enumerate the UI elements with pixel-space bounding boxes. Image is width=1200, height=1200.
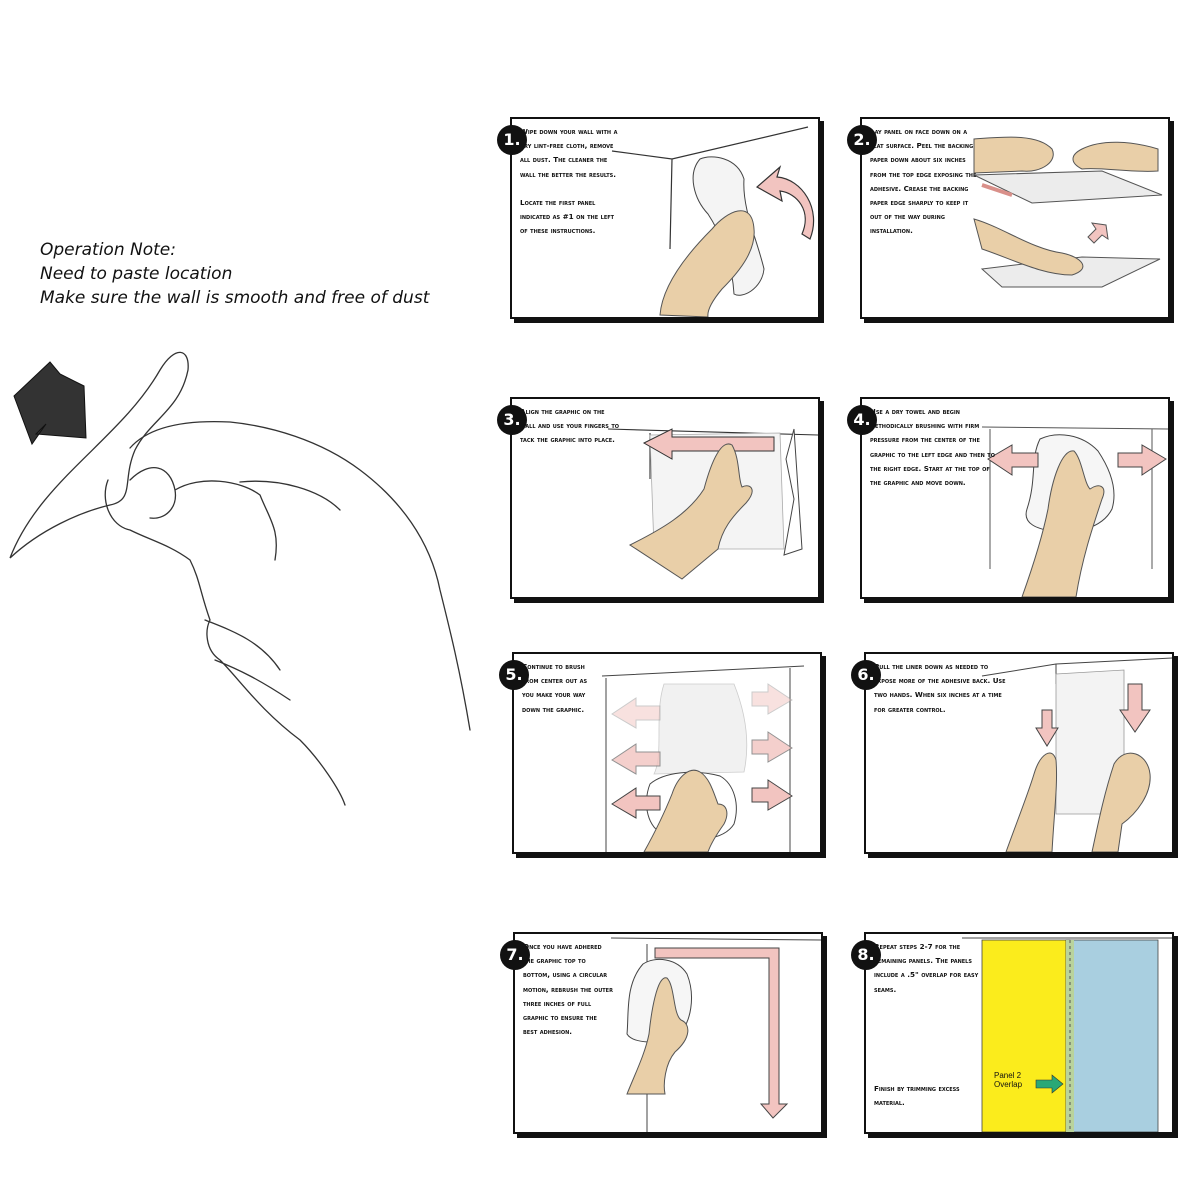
step-3-instructions: Align the graphic on the wall and use yo… [520, 407, 620, 445]
right-arrow-icon-1 [751, 683, 793, 715]
step-6-illustration [981, 657, 1172, 852]
step-2-instructions: Lay panel on face down on a flat surface… [870, 127, 977, 236]
overlap-label-line-2: Overlap [994, 1080, 1023, 1089]
hand-shape [643, 769, 728, 852]
down-arrow-icon-1 [1035, 709, 1059, 747]
step-1-illustration [611, 126, 815, 317]
step-8-finish-note: Finish by trimming excess material. [874, 1084, 960, 1108]
left-arrow-icon-3 [611, 787, 661, 819]
down-arrow-icon-2 [1119, 683, 1151, 733]
hands-shape [973, 136, 1159, 174]
step-number-badge: 3. [497, 405, 527, 435]
step-panel-3: 3. Align the graphic on the wall and use… [497, 397, 820, 599]
step-panel-8: 8. Repeat steps 2-7 for the remaining pa… [851, 932, 1174, 1134]
step-panel-4: 4. Use a dry towel and begin methodicall… [847, 397, 1170, 599]
step-4-illustration [981, 426, 1168, 597]
left-arrow-icon [987, 444, 1039, 476]
operation-note: Operation Note: Need to paste location M… [40, 238, 429, 310]
curved-arrow-icon [755, 165, 815, 240]
border-path-arrow [654, 947, 789, 1119]
hand-shape [628, 443, 753, 580]
ghost-towel-shape [653, 683, 748, 775]
arm-shape [659, 210, 755, 317]
panel-sheet [973, 170, 1163, 204]
left-hand-shape [1005, 752, 1058, 852]
step-8-instructions: Repeat steps 2-7 for the remaining panel… [874, 942, 979, 994]
step-5-instructions: Continue to brush from center out as you… [522, 662, 588, 714]
overlap-arrow-icon [1035, 1074, 1064, 1094]
step-1-instructions: Wipe down your wall with a dry lint-free… [520, 127, 618, 236]
left-arrow-icon [642, 428, 775, 460]
step-number-badge: 1. [497, 125, 527, 155]
step-6-instructions: Pull the liner down as needed to expose … [874, 662, 1006, 714]
step-number-badge: 2. [847, 125, 877, 155]
step-8-illustration [962, 937, 1172, 1132]
step-2-illustration [973, 136, 1163, 288]
right-arrow-icon [1117, 444, 1167, 476]
step-panel-5: 5. Continue to brush from center out as … [499, 652, 822, 854]
hanging-sheet-edge [783, 428, 803, 556]
step-5-illustration [601, 665, 805, 852]
right-arrow-icon-2 [751, 731, 793, 763]
step-4-instructions: Use a dry towel and begin methodically b… [870, 407, 995, 488]
step-number-badge: 8. [851, 940, 881, 970]
yellow-panel [981, 939, 1071, 1132]
operation-note-line-1: Need to paste location [40, 264, 233, 284]
hand-shape [973, 218, 1084, 276]
left-arrow-icon-2 [611, 743, 661, 775]
step-number-badge: 5. [499, 660, 529, 690]
step-3-illustration [607, 428, 818, 580]
hand-peeling-illustration [9, 351, 471, 806]
arrow-icon [1087, 222, 1109, 244]
step-panel-6: 6. Pull the liner down as needed to expo… [851, 652, 1174, 854]
hand-shape [626, 977, 689, 1095]
operation-note-title: Operation Note: [40, 240, 176, 260]
step-panel-2: 2. Lay panel on face down on a flat surf… [847, 117, 1170, 319]
overlap-label-line-1: Panel 2 [994, 1071, 1022, 1080]
left-arrow-icon-1 [611, 697, 661, 729]
step-7-illustration [610, 937, 821, 1132]
overlap-label: Panel 2 Overlap [994, 1071, 1022, 1089]
right-hand-shape [1091, 752, 1151, 852]
step-number-badge: 6. [851, 660, 881, 690]
operation-note-line-2: Make sure the wall is smooth and free of… [40, 288, 430, 308]
direction-arrow-icon [13, 361, 87, 446]
step-7-instructions: Once you have adhered the graphic top to… [523, 942, 613, 1037]
step-panel-1: 1. Wipe down your wall with a dry lint-f… [497, 117, 820, 319]
step-number-badge: 7. [500, 940, 530, 970]
right-arrow-icon-3 [751, 779, 793, 811]
hand-shape [1021, 450, 1105, 597]
step-panel-7: 7. Once you have adhered the graphic top… [500, 932, 823, 1134]
hand-outline [104, 420, 471, 806]
step-number-badge: 4. [847, 405, 877, 435]
blue-panel [1065, 939, 1159, 1132]
peeled-sheet-outline [9, 351, 189, 559]
